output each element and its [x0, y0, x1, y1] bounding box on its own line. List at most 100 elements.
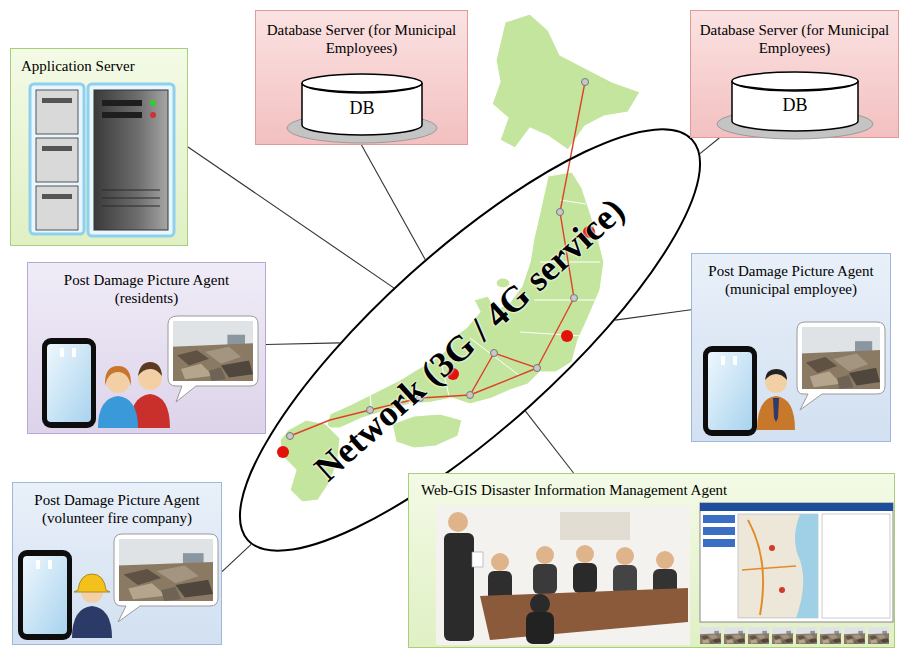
- agent-box: Post Damage Picture Agent (municipal emp…: [691, 253, 891, 442]
- route-node: [571, 295, 578, 302]
- person-body: [653, 569, 677, 599]
- border-line: [520, 332, 582, 336]
- person-icon: [98, 396, 138, 428]
- person-head: [448, 512, 468, 532]
- person-head: [536, 546, 554, 564]
- cylinder-top: [302, 74, 422, 92]
- network-link: [615, 310, 691, 320]
- map-marker: [779, 587, 785, 593]
- person-body: [613, 565, 637, 595]
- network-link: [362, 145, 426, 260]
- thumbnail-photo: [724, 627, 745, 644]
- drive-bay: [102, 100, 142, 106]
- person-icon: [130, 394, 170, 428]
- photo-ground: [436, 505, 690, 645]
- person-body: [444, 533, 474, 641]
- database-label: DB: [349, 98, 374, 120]
- thumbnail-photo: [868, 627, 889, 644]
- box-title: Application Server: [21, 57, 135, 75]
- thumbnail-photo: [820, 627, 841, 644]
- route-node: [582, 79, 589, 86]
- damage-photo: [173, 321, 253, 381]
- person-head: [81, 581, 103, 603]
- map-road: [748, 520, 763, 615]
- residents-illustration: [42, 316, 258, 428]
- phone-icon: [703, 346, 757, 436]
- network-link: [700, 138, 719, 154]
- cylinder-top: [732, 72, 858, 90]
- person-icon: [72, 606, 112, 638]
- person-head: [530, 594, 550, 614]
- person-head: [138, 366, 162, 390]
- database-box: Database Server (for Municipal Employees…: [690, 10, 899, 138]
- box-title: Post Damage Picture Agent (municipal emp…: [700, 262, 882, 298]
- screen-header: [700, 503, 893, 511]
- server-unit: [36, 186, 78, 230]
- phone-icon: [18, 550, 72, 640]
- power-led: [150, 112, 156, 118]
- phone-icon: [42, 338, 96, 428]
- honshu-island: [326, 172, 604, 428]
- box-title: Database Server (for Municipal Employees…: [700, 21, 890, 57]
- thumbnail-photo: [796, 627, 817, 644]
- thumbnail-photo: [772, 627, 793, 644]
- vent-line: [102, 198, 160, 199]
- server-slot: [42, 194, 72, 199]
- border-line: [560, 200, 586, 204]
- person-hair: [138, 362, 162, 376]
- person-head: [765, 371, 787, 393]
- agent-box: Post Damage Picture Agent (volunteer fir…: [12, 482, 222, 645]
- route-node: [287, 433, 294, 440]
- agent-box: Post Damage Picture Agent (residents): [27, 262, 266, 434]
- hokkaido-island: [492, 14, 640, 150]
- person-head: [106, 369, 130, 393]
- server-slot: [42, 146, 72, 151]
- person-hair: [765, 369, 787, 380]
- map-marker: [769, 545, 775, 551]
- route-line: [470, 368, 537, 395]
- server-glow: [88, 84, 174, 236]
- person-head: [576, 545, 594, 563]
- menu-button: [703, 527, 735, 535]
- speech-bubble: [168, 316, 258, 402]
- screen-frame: [700, 503, 893, 622]
- meeting-table: [480, 588, 688, 640]
- thumbnail-photo: [700, 627, 721, 644]
- wall-board: [560, 512, 630, 540]
- box-title: Post Damage Picture Agent (residents): [47, 271, 247, 307]
- thumbnail-photo: [844, 627, 865, 644]
- server-illustration: [30, 84, 174, 236]
- network-link: [525, 411, 573, 473]
- management-box: Web-GIS Disaster Information Management …: [408, 473, 895, 648]
- network-label: Network (3G / 4G service): [306, 189, 634, 490]
- database-label: DB: [782, 95, 807, 117]
- server-slot: [42, 98, 72, 103]
- server-unit: [36, 90, 78, 134]
- vent-line: [102, 190, 160, 191]
- box-title: Database Server (for Municipal Employees…: [266, 21, 458, 57]
- person-tie: [773, 398, 779, 422]
- fire-helmet: [74, 574, 110, 592]
- person-head: [491, 553, 509, 571]
- info-panel: [822, 514, 890, 618]
- base-dot: [277, 446, 289, 458]
- menu-button: [703, 539, 735, 547]
- menu-button: [703, 515, 735, 523]
- speech-bubble: [114, 534, 218, 622]
- person-body: [488, 571, 512, 601]
- server-glow: [30, 84, 84, 234]
- map-road: [742, 566, 796, 570]
- paper-sheet: [472, 552, 483, 567]
- server-box: Application Server: [10, 48, 188, 246]
- thumbnail-photo: [748, 627, 769, 644]
- person-body: [573, 563, 597, 593]
- network-link: [222, 544, 251, 571]
- municipal-illustration: [703, 322, 885, 436]
- meeting-photo: [436, 505, 690, 645]
- person-body: [526, 612, 554, 644]
- person-body: [533, 564, 557, 594]
- box-title: Post Damage Picture Agent (volunteer fir…: [21, 491, 213, 527]
- person-icon: [757, 396, 795, 430]
- gis-screenshot: [700, 503, 893, 644]
